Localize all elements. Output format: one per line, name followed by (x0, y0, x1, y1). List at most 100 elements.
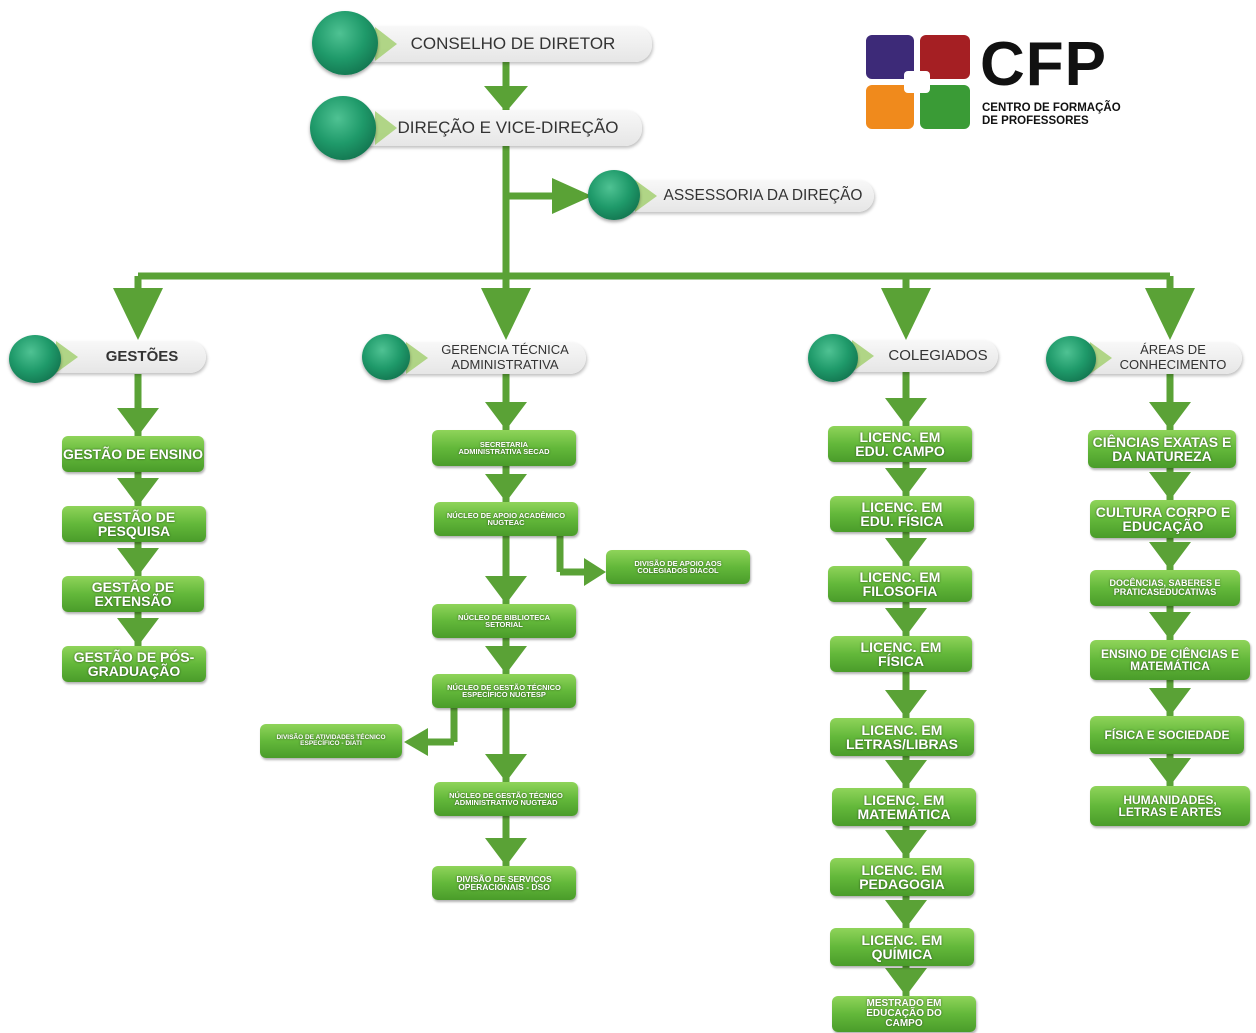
logo-subtitle: CENTRO DE FORMAÇÃO DE PROFESSORES (982, 102, 1121, 128)
direcao-label: DIREÇÃO E VICE-DIREÇÃO (397, 118, 619, 138)
biblioteca-label: NÚCLEO DE BIBLIOTECA SETORIAL (457, 612, 551, 629)
gestao-extensao-label: GESTÃO DE EXTENSÃO (91, 579, 175, 609)
diacol-box: DIVISÃO DE APOIO AOS COLEGIADOS DIACOL (606, 550, 750, 584)
gestao-pesquisa-label: GESTÃO DE PESQUISA (92, 509, 176, 539)
licenc-edu-campo-box: LICENC. EM EDU. CAMPO (828, 426, 972, 462)
gestao-ensino-label: GESTÃO DE ENSINO (62, 446, 204, 462)
ciencias-exatas-box: CIÊNCIAS EXATAS E DA NATUREZA (1088, 430, 1236, 468)
assessoria-label: ASSESSORIA DA DIREÇÃO (663, 187, 863, 205)
arrowhead-35 (485, 576, 527, 604)
dso-box: DIVISÃO DE SERVIÇOS OPERACIONAIS - DSO (432, 866, 576, 900)
arrowhead-11 (881, 288, 931, 340)
arrowhead-27 (117, 618, 159, 646)
nugtesp-label: NÚCLEO DE GESTÃO TÉCNICO ESPECÍFICO NUGT… (447, 682, 561, 699)
logo-subtitle-line2: DE PROFESSORES (982, 115, 1089, 128)
licenc-matematica-label: LICENC. EM MATEMÁTICA (857, 792, 951, 822)
arrowhead-43 (885, 398, 927, 426)
logo-green-block (920, 85, 970, 129)
licenc-fisica-box: LICENC. EM FÍSICA (830, 636, 972, 672)
licenc-pedagogia-label: LICENC. EM PEDAGOGIA (859, 862, 945, 892)
licenc-pedagogia-box: LICENC. EM PEDAGOGIA (830, 858, 974, 896)
ciencias-exatas-label: CIÊNCIAS EXATAS E DA NATUREZA (1092, 434, 1232, 464)
logo-center-notch (904, 71, 930, 93)
arrowhead-29 (485, 402, 527, 430)
licenc-filosofia-label: LICENC. EM FILOSOFIA (859, 569, 941, 599)
colegiados-wedge (852, 340, 874, 372)
arrowhead-59 (885, 690, 927, 718)
licenc-quimica-box: LICENC. EM QUÍMICA (830, 928, 974, 966)
humanidades-label: HUMANIDADES, LETRAS E ARTES (1118, 793, 1222, 819)
arrowhead-39 (485, 754, 527, 782)
direcao-orb (310, 96, 376, 160)
arrowhead-37 (485, 646, 527, 674)
mestrado-box: MESTRADO EM EDUCAÇÃO DO CAMPO (832, 996, 976, 1032)
arrowhead-23 (117, 548, 159, 576)
fisica-sociedade-box: FÍSICA E SOCIEDADE (1090, 716, 1244, 754)
gestoes-orb (9, 335, 61, 383)
licenc-filosofia-box: LICENC. EM FILOSOFIA (828, 566, 972, 602)
cultura-corpo-box: CULTURA CORPO E EDUCAÇÃO (1090, 500, 1236, 538)
docencias-box: DOCÊNCIAS, SABERES E PRATICASEDUCATIVAS (1090, 570, 1240, 606)
logo-subtitle-line1: CENTRO DE FORMAÇÃO (982, 102, 1121, 114)
nugtead-label: NÚCLEO DE GESTÃO TÉCNICO ADMINISTRATIVO … (449, 790, 563, 807)
diati-label: DIVISÃO DE ATIVIDADES TÉCNICO ESPECÍFICO… (276, 733, 386, 747)
direcao-wedge (375, 111, 397, 145)
gestao-pos-graduacao-label: GESTÃO DE PÓS-GRADUAÇÃO (73, 649, 195, 679)
arrowhead-63 (885, 760, 927, 788)
arrowhead-55 (885, 608, 927, 636)
arrowhead-97 (1149, 758, 1191, 786)
cultura-corpo-label: CULTURA CORPO E EDUCAÇÃO (1095, 504, 1231, 534)
licenc-edu-fisica-label: LICENC. EM EDU. FÍSICA (860, 499, 944, 529)
diati-box: DIVISÃO DE ATIVIDADES TÉCNICO ESPECÍFICO… (260, 724, 402, 758)
fisica-sociedade-label: FÍSICA E SOCIEDADE (1104, 728, 1230, 742)
arrowhead-100 (584, 558, 606, 586)
diacol-label: DIVISÃO DE APOIO AOS COLEGIADOS DIACOL (634, 558, 722, 575)
areas-orb (1046, 336, 1096, 382)
secad-box: SECRETARIA ADMINISTRATIVA SECAD (432, 430, 576, 466)
conselho-orb (312, 11, 378, 75)
arrowhead-1 (484, 86, 528, 112)
arrowhead-47 (885, 468, 927, 496)
arrowhead-33 (485, 474, 527, 502)
arrowhead-71 (885, 900, 927, 928)
licenc-letras-libras-box: LICENC. EM LETRAS/LIBRAS (830, 718, 974, 756)
arrowhead-67 (885, 830, 927, 858)
licenc-matematica-box: LICENC. EM MATEMÁTICA (832, 788, 976, 826)
gestao-pos-graduacao-box: GESTÃO DE PÓS-GRADUAÇÃO (62, 646, 206, 682)
assessoria-pill: ASSESSORIA DA DIREÇÃO (616, 180, 874, 212)
arrowhead-75 (885, 968, 927, 996)
arrowhead-7 (113, 288, 163, 340)
areas-title: ÁREAS DE CONHECIMENTO (1119, 342, 1227, 372)
secad-label: SECRETARIA ADMINISTRATIVA SECAD (458, 439, 550, 456)
arrowhead-15 (117, 408, 159, 436)
arrowhead-93 (1149, 688, 1191, 716)
gerencia-title: GERENCIA TÉCNICA ADMINISTRATIVA (441, 342, 569, 372)
licenc-quimica-label: LICENC. EM QUÍMICA (861, 932, 943, 962)
arrowhead-51 (885, 538, 927, 566)
arrowhead-9 (481, 288, 531, 340)
gerencia-wedge (406, 342, 428, 374)
nugteac-box: NÚCLEO DE APOIO ACADÊMICO NUGTEAC (434, 502, 578, 536)
ensino-ciencias-box: ENSINO DE CIÊNCIAS E MATEMÁTICA (1090, 640, 1250, 680)
ensino-ciencias-label: ENSINO DE CIÊNCIAS E MATEMÁTICA (1100, 647, 1240, 673)
gestoes-title: GESTÕES (105, 348, 179, 366)
nugtesp-box: NÚCLEO DE GESTÃO TÉCNICO ESPECÍFICO NUGT… (432, 674, 576, 708)
cfp-logo: CFP CENTRO DE FORMAÇÃO DE PROFESSORES (866, 30, 1166, 135)
nugteac-label: NÚCLEO DE APOIO ACADÊMICO NUGTEAC (446, 510, 566, 527)
mestrado-label: MESTRADO EM EDUCAÇÃO DO CAMPO (866, 998, 942, 1029)
licenc-letras-libras-label: LICENC. EM LETRAS/LIBRAS (846, 722, 958, 752)
colegiados-orb (808, 334, 858, 382)
arrowhead-13 (1145, 288, 1195, 340)
gestoes-wedge (56, 341, 78, 373)
arrowhead-19 (117, 478, 159, 506)
assessoria-orb (588, 170, 640, 220)
dso-label: DIVISÃO DE SERVIÇOS OPERACIONAIS - DSO (456, 873, 552, 892)
gerencia-orb (362, 334, 410, 380)
arrowhead-85 (1149, 542, 1191, 570)
gestao-extensao-box: GESTÃO DE EXTENSÃO (62, 576, 204, 612)
licenc-edu-fisica-box: LICENC. EM EDU. FÍSICA (830, 496, 974, 532)
arrowhead-77 (1149, 402, 1191, 430)
gestao-pesquisa-box: GESTÃO DE PESQUISA (62, 506, 206, 542)
arrowhead-41 (485, 838, 527, 866)
arrowhead-81 (1149, 472, 1191, 500)
